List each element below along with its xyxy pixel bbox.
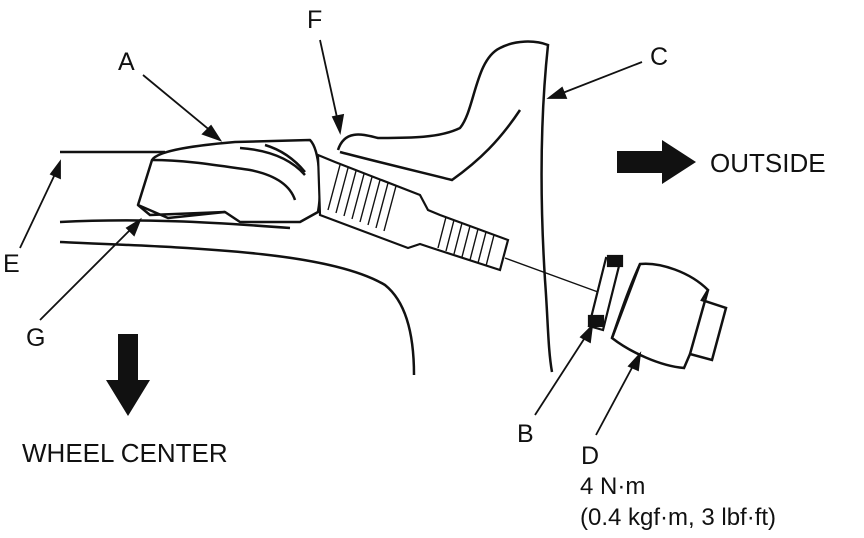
outside-label: OUTSIDE [710,148,826,178]
cap-nut [610,262,728,370]
callout-b: B [517,420,534,448]
callout-d: D [581,442,599,470]
outside-arrow-icon [617,140,696,184]
leader-arrows [19,39,643,436]
torque-alt: (0.4 kgf·m, 3 lbf·ft) [580,504,776,531]
direction-arrows [106,140,696,416]
sensor-body [136,138,322,224]
wheel-center-label: WHEEL CENTER [22,438,228,468]
wheel-rim [59,40,554,376]
callout-c: C [650,43,668,71]
callout-f: F [307,6,322,34]
callout-e: E [3,250,20,278]
callout-a: A [118,48,135,76]
callout-g: G [26,324,45,352]
wheel-center-arrow-icon [106,334,150,416]
valve-stem [316,153,599,293]
washer [587,254,624,332]
torque-value: 4 N·m [580,473,645,500]
